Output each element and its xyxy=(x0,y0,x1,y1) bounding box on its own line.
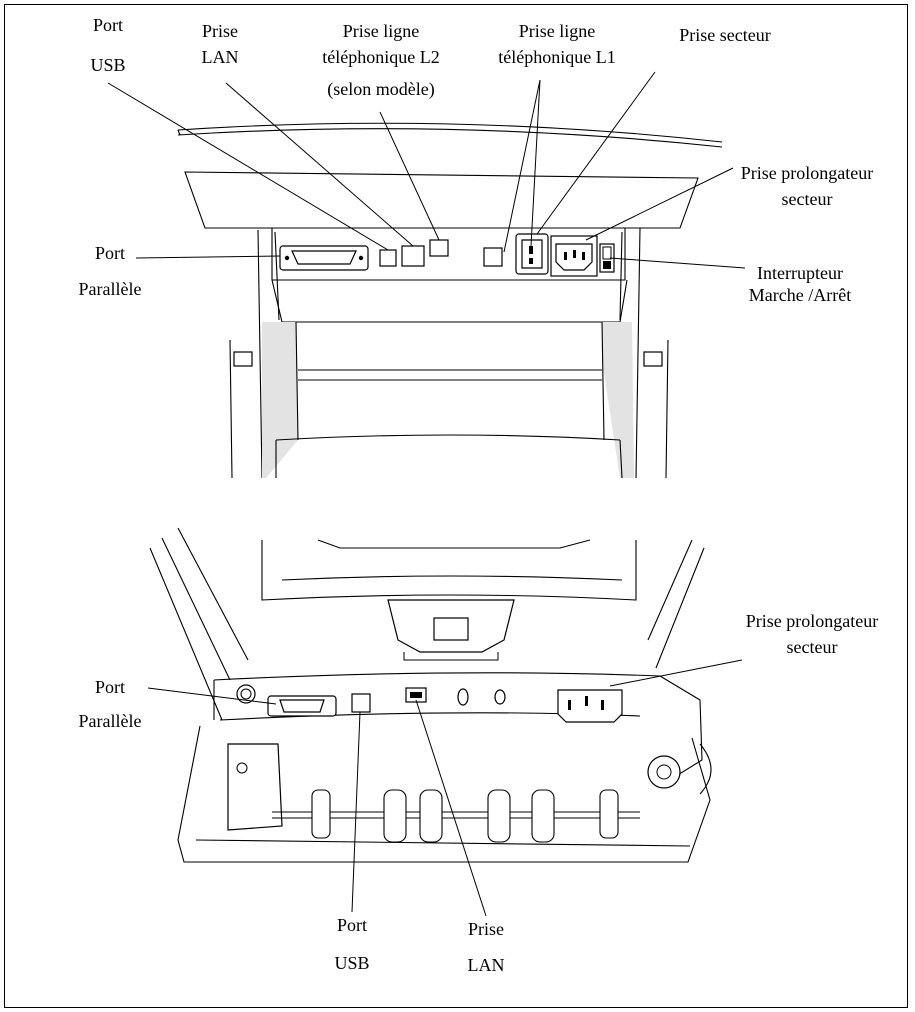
label-port-parallele-top: Port Parallèle xyxy=(78,243,142,299)
label-port-usb-bottom: Port USB xyxy=(334,915,370,973)
top-leader-lines xyxy=(107,71,746,269)
label-interrupteur: Interrupteur Marche /Arrêt xyxy=(748,263,852,305)
label-prise-lan-top: Prise LAN xyxy=(201,21,239,67)
label-prise-prolongateur-top: Prise prolongateur secteur xyxy=(740,163,874,209)
bottom-leader-lines xyxy=(147,659,743,917)
label-prise-prolongateur-bottom: Prise prolongateur secteur xyxy=(745,611,879,657)
label-prise-secteur: Prise secteur xyxy=(679,25,771,45)
bottom-printer-drawing xyxy=(149,527,712,863)
diagram-frame xyxy=(4,4,908,1008)
label-prise-l2: Prise ligne téléphonique L2 (selon modèl… xyxy=(322,21,440,99)
label-prise-lan-bottom: Prise LAN xyxy=(467,919,505,975)
label-prise-l1: Prise ligne téléphonique L1 xyxy=(498,21,616,67)
label-port-parallele-bottom: Port Parallèle xyxy=(78,677,142,731)
label-port-usb-top: Port USB xyxy=(90,15,126,75)
top-printer-drawing xyxy=(177,122,723,479)
